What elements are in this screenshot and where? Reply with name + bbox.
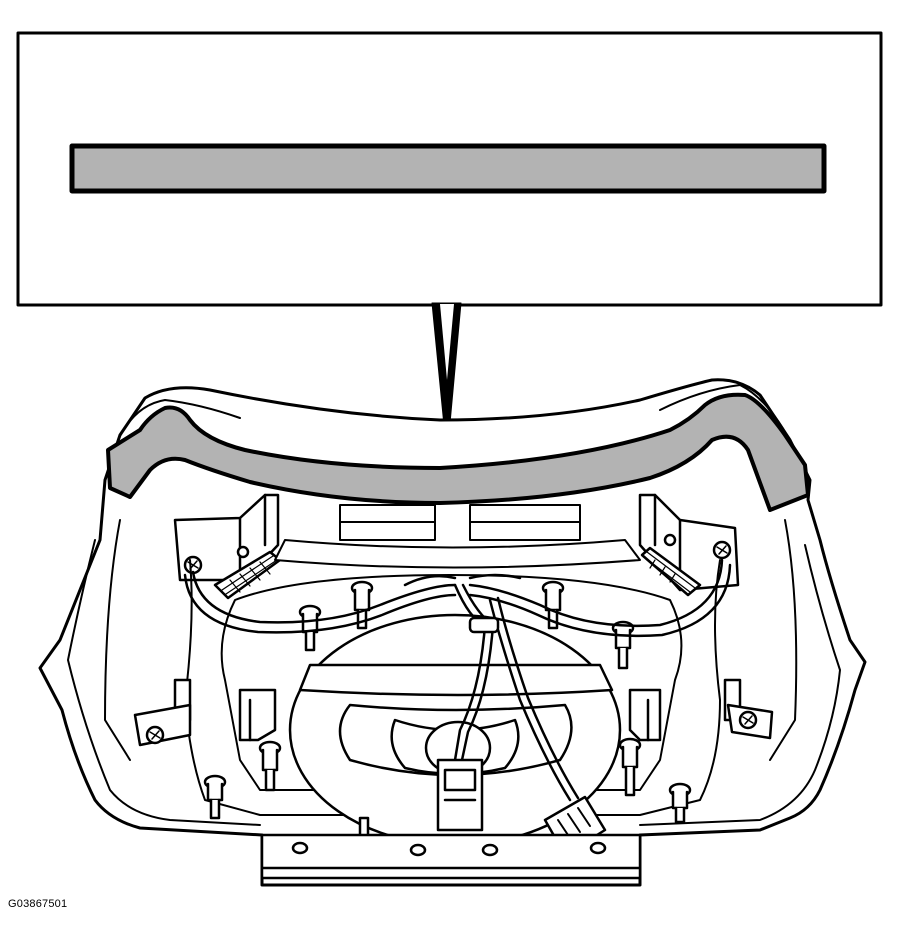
right-bracket [638,493,740,597]
callout [16,31,883,457]
wire-clip [468,616,500,634]
bottom-plate [260,833,642,880]
right-posts [628,678,774,742]
highlight-bar [69,143,827,194]
top-plates [274,504,641,569]
seal-strip-upper-edge [117,384,796,451]
wire-left [191,570,457,624]
housing-inner-contour [67,539,841,826]
stud-7 [203,774,227,820]
inflator [288,613,622,847]
stud-5 [258,740,282,792]
studs [203,580,692,842]
stud-3 [298,604,322,652]
callout-pointer [431,302,462,457]
stud-2 [541,580,565,630]
airbag-module [38,378,867,887]
stud-6 [618,737,642,797]
housing-inner-contour-2 [104,519,798,761]
left-posts [133,678,277,747]
connector-center-icon [436,758,484,832]
wiring-harness [183,558,732,802]
left-bracket [173,493,282,600]
inner-tray-2 [220,574,683,791]
inflator-top-plate [298,663,614,697]
seal-strip [106,392,810,512]
figure-id: G03867501 [8,898,68,910]
wire-center-1 [453,583,487,762]
wire-right [468,558,724,628]
stud-8 [668,782,692,824]
